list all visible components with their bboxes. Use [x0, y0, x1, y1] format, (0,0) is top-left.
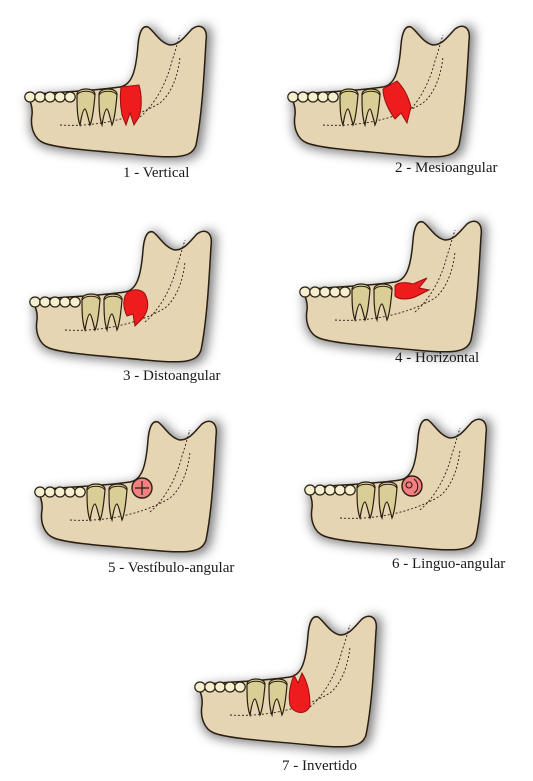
panel-horizontal: 4 - Horizontal — [295, 200, 525, 380]
mandible-linguo-angular — [300, 398, 500, 558]
panel-distoangular: 3 - Distoangular — [25, 210, 255, 390]
panel-vertical: 1 - Vertical — [20, 5, 220, 185]
mandible-bone — [28, 26, 206, 157]
caption-mesioangular: 2 - Mesioangular — [395, 160, 497, 177]
caption-vertical: 1 - Vertical — [123, 165, 189, 182]
mandible-mesioangular — [283, 5, 483, 165]
mandible-distoangular — [25, 210, 225, 370]
mandible-bone — [303, 221, 481, 352]
impacted-third-molar — [402, 476, 422, 496]
mandible-bone — [308, 419, 486, 550]
mandible-bone — [198, 616, 376, 747]
caption-distoangular: 3 - Distoangular — [123, 368, 220, 385]
panel-linguo-angular: 6 - Linguo-angular — [300, 398, 530, 583]
mandible-horizontal — [295, 200, 495, 360]
mandible-vestibulo-angular — [30, 400, 230, 560]
mandible-invertido — [190, 595, 390, 755]
mandible-bone — [38, 421, 216, 552]
mandible-bone — [291, 26, 469, 157]
impacted-third-molar — [132, 478, 152, 498]
panel-vestibulo-angular: 5 - Vestíbulo-angular — [30, 400, 280, 585]
panel-mesioangular: 2 - Mesioangular — [283, 5, 528, 185]
caption-vestibulo-angular: 5 - Vestíbulo-angular — [108, 560, 234, 577]
caption-horizontal: 4 - Horizontal — [395, 350, 479, 367]
caption-invertido: 7 - Invertido — [282, 758, 357, 775]
mandible-bone — [33, 231, 211, 362]
mandible-vertical — [20, 5, 220, 165]
panel-invertido: 7 - Invertido — [190, 595, 400, 781]
caption-linguo-angular: 6 - Linguo-angular — [392, 556, 505, 573]
